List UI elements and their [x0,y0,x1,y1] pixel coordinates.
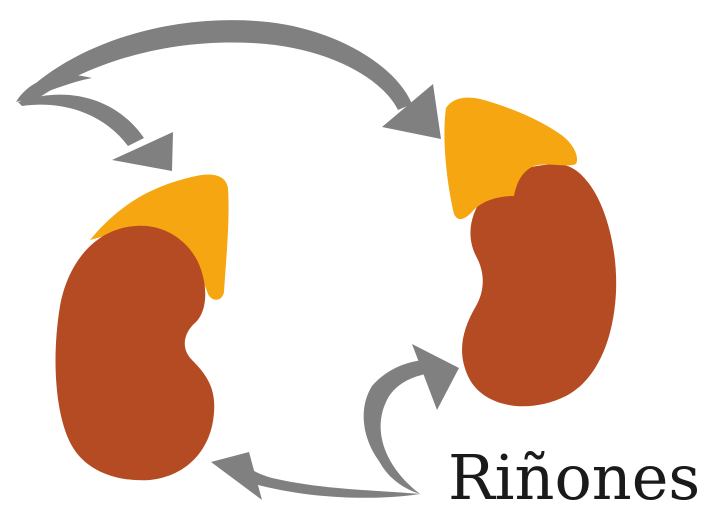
bottom-right-arc-shaft [364,360,426,494]
bottom-arrows [211,344,459,500]
bottom-left-arrowhead [211,452,262,500]
left-kidney-icon [56,226,215,480]
bottom-right-arrowhead [412,344,459,410]
top-arrows [16,20,441,171]
diagram-title: Riñones [448,440,700,516]
right-kidney-group [444,98,616,407]
left-kidney-group [56,175,229,481]
left-arc-arrow-shaft [18,95,144,146]
